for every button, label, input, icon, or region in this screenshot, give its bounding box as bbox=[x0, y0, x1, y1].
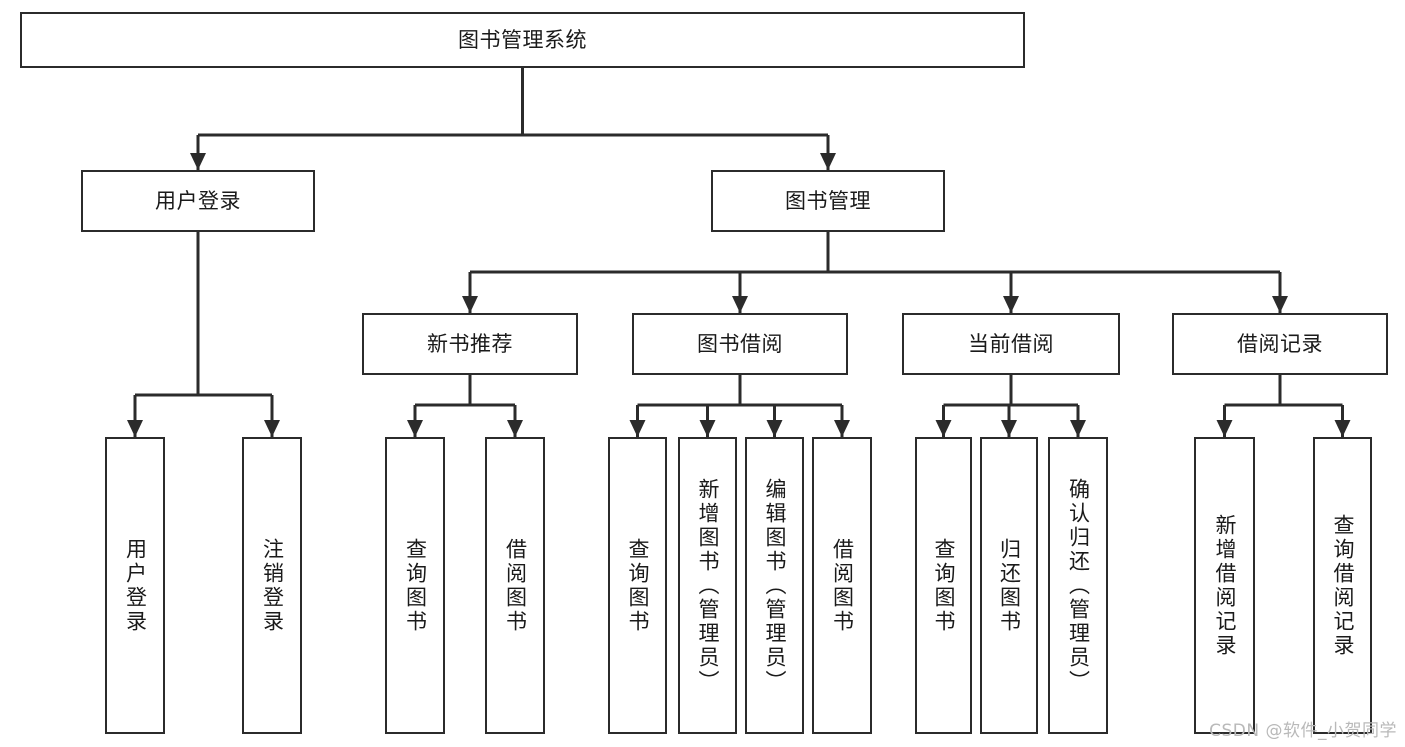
node-label: 借阅图书 bbox=[503, 537, 528, 634]
arrowhead-icon bbox=[127, 420, 143, 437]
node-label: 归还图书 bbox=[997, 537, 1022, 634]
node-label: 当前借阅 bbox=[968, 331, 1054, 356]
node-leaf-query-record[interactable]: 查询借阅记录 bbox=[1313, 437, 1372, 734]
arrowhead-icon bbox=[629, 420, 646, 437]
node-label: 图书管理系统 bbox=[458, 27, 587, 52]
node-label: 查询图书 bbox=[626, 537, 650, 634]
node-borrow-record[interactable]: 借阅记录 bbox=[1172, 313, 1388, 375]
node-current-borrow[interactable]: 当前借阅 bbox=[902, 313, 1120, 375]
node-new-book-rec[interactable]: 新书推荐 bbox=[362, 313, 578, 375]
node-leaf-user-login[interactable]: 用户登录 bbox=[105, 437, 165, 734]
node-label: 注销登录 bbox=[260, 537, 285, 634]
node-label: 借阅图书 bbox=[830, 537, 855, 634]
node-leaf-borrow-book-2[interactable]: 借阅图书 bbox=[812, 437, 872, 734]
node-label: 编辑图书（管理员） bbox=[763, 477, 787, 694]
arrowhead-icon bbox=[699, 420, 716, 437]
arrowhead-icon bbox=[1001, 420, 1017, 437]
arrowhead-icon bbox=[1216, 420, 1233, 437]
node-leaf-confirm-return[interactable]: 确认归还（管理员） bbox=[1048, 437, 1108, 734]
node-label: 查询图书 bbox=[932, 537, 956, 634]
node-label: 图书借阅 bbox=[697, 331, 783, 356]
arrowhead-icon bbox=[935, 420, 952, 437]
csdn-watermark: CSDN @软件_小贺同学 bbox=[1209, 721, 1397, 741]
node-label: 新增图书（管理员） bbox=[696, 477, 720, 694]
node-book-borrow[interactable]: 图书借阅 bbox=[632, 313, 848, 375]
node-leaf-edit-book[interactable]: 编辑图书（管理员） bbox=[745, 437, 804, 734]
node-label: 查询借阅记录 bbox=[1331, 513, 1355, 658]
node-label: 确认归还（管理员） bbox=[1066, 477, 1091, 694]
node-user-login[interactable]: 用户登录 bbox=[81, 170, 315, 232]
arrowhead-icon bbox=[407, 420, 423, 437]
node-leaf-query-book-2[interactable]: 查询图书 bbox=[608, 437, 667, 734]
node-label: 用户登录 bbox=[155, 188, 241, 213]
node-label: 查询图书 bbox=[403, 537, 428, 634]
node-root[interactable]: 图书管理系统 bbox=[20, 12, 1025, 68]
node-book-manage[interactable]: 图书管理 bbox=[711, 170, 945, 232]
arrowhead-icon bbox=[834, 420, 850, 437]
node-leaf-query-book-3[interactable]: 查询图书 bbox=[915, 437, 972, 734]
node-leaf-borrow-book-1[interactable]: 借阅图书 bbox=[485, 437, 545, 734]
arrowhead-icon bbox=[1003, 296, 1019, 313]
arrowhead-icon bbox=[1272, 296, 1288, 313]
node-label: 新增借阅记录 bbox=[1213, 513, 1237, 658]
arrowhead-icon bbox=[507, 420, 523, 437]
node-label: 用户登录 bbox=[123, 537, 148, 634]
node-leaf-add-book[interactable]: 新增图书（管理员） bbox=[678, 437, 737, 734]
node-leaf-logout[interactable]: 注销登录 bbox=[242, 437, 302, 734]
arrowhead-icon bbox=[732, 296, 748, 313]
arrowhead-icon bbox=[264, 420, 280, 437]
arrowhead-icon bbox=[1334, 420, 1351, 437]
node-label: 借阅记录 bbox=[1237, 331, 1323, 356]
arrowhead-icon bbox=[1070, 420, 1086, 437]
arrowhead-icon bbox=[766, 420, 783, 437]
node-leaf-add-record[interactable]: 新增借阅记录 bbox=[1194, 437, 1255, 734]
node-leaf-query-book-1[interactable]: 查询图书 bbox=[385, 437, 445, 734]
arrowhead-icon bbox=[462, 296, 478, 313]
arrowhead-icon bbox=[190, 153, 206, 170]
node-label: 图书管理 bbox=[785, 188, 871, 213]
node-leaf-return-book[interactable]: 归还图书 bbox=[980, 437, 1038, 734]
arrowhead-icon bbox=[820, 153, 836, 170]
node-label: 新书推荐 bbox=[427, 331, 513, 356]
